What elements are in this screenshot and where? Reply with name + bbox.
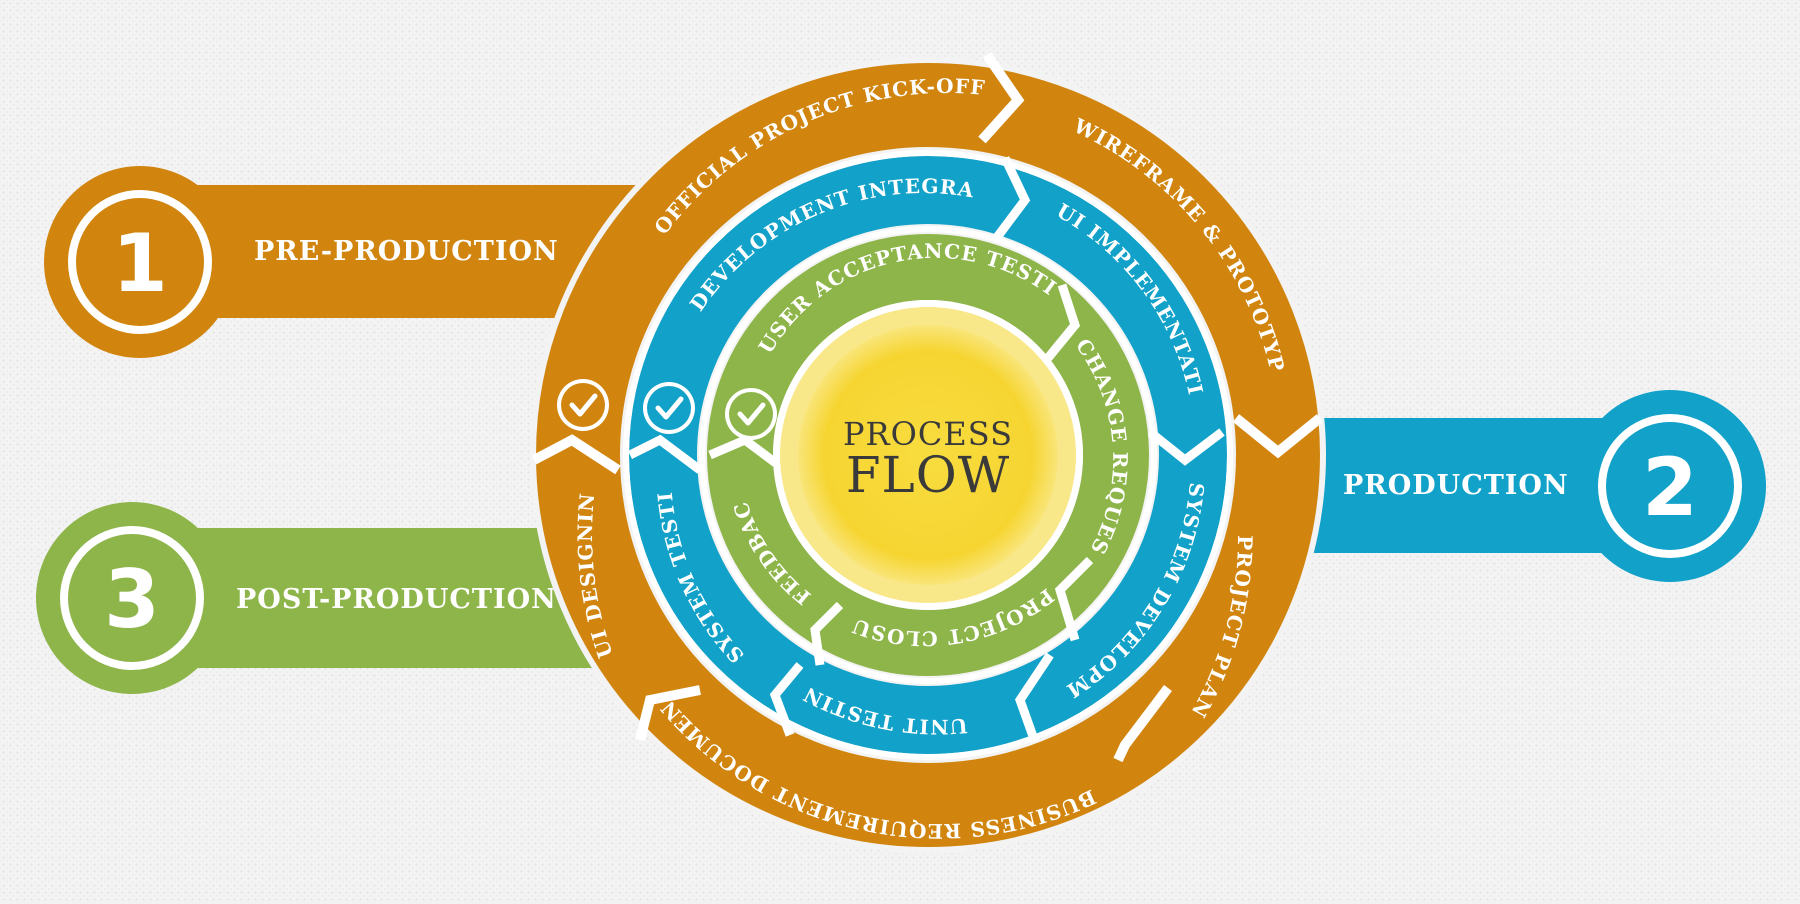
phase-number: 2: [1642, 441, 1698, 534]
outer-ring-separator: [1113, 684, 1172, 763]
phase-tab-pre-production: 1 PRE-PRODUCTION: [44, 166, 700, 358]
check-badge-inner: [725, 388, 777, 440]
outer-ring-separator: [1232, 414, 1324, 459]
inner-ring-separator: [708, 434, 788, 474]
phase-badge-inner: [1606, 422, 1734, 550]
middle-ring-edge: [623, 150, 1233, 760]
center-hub-disc: [798, 325, 1058, 585]
inner-ring-separator: [810, 601, 844, 666]
inner-ring-separator: [1054, 556, 1094, 642]
check-icon: [737, 402, 766, 426]
middle-ring-separator: [991, 156, 1031, 243]
phase-tab-bar: [140, 185, 700, 318]
inner-ring: [699, 226, 1157, 684]
check-badge-middle: [643, 382, 695, 434]
check-badge-fill: [561, 383, 605, 427]
center-title-line1: PROCESS: [843, 415, 1013, 453]
phase-badge-inner: [76, 198, 204, 326]
center-hub: PROCESS FLOW: [773, 300, 1083, 610]
phase-number: 1: [112, 217, 168, 310]
check-badge-outer: [557, 379, 609, 431]
outer-ring-separator: [635, 685, 701, 742]
phase-label: POST-PRODUCTION: [236, 584, 557, 615]
outer-ring: [531, 52, 1324, 847]
phase-label: PRE-PRODUCTION: [254, 236, 559, 267]
center-title-line2: FLOW: [846, 446, 1010, 504]
check-icon: [655, 396, 684, 420]
phase-badge-inner: [68, 534, 196, 662]
check-badge-fill: [729, 392, 773, 436]
phase-tab-bar: [1230, 418, 1670, 553]
phase-tab-production: 2 PRODUCTION: [1230, 390, 1766, 582]
inner-ring-band: [707, 234, 1149, 676]
outer-ring-separator: [978, 52, 1025, 144]
outer-ring-separator: [531, 434, 621, 475]
phase-label: PRODUCTION: [1343, 470, 1569, 501]
check-icon: [569, 393, 598, 417]
middle-ring-separator: [769, 662, 804, 737]
inner-ring-separator: [1044, 283, 1081, 361]
middle-ring-separator: [627, 434, 703, 474]
middle-ring-separator: [1147, 428, 1225, 466]
middle-ring: [623, 150, 1233, 760]
inner-ring-edge: [699, 226, 1157, 684]
middle-ring-separator: [1015, 652, 1054, 744]
check-badge-fill: [647, 386, 691, 430]
phase-number: 3: [104, 553, 160, 646]
